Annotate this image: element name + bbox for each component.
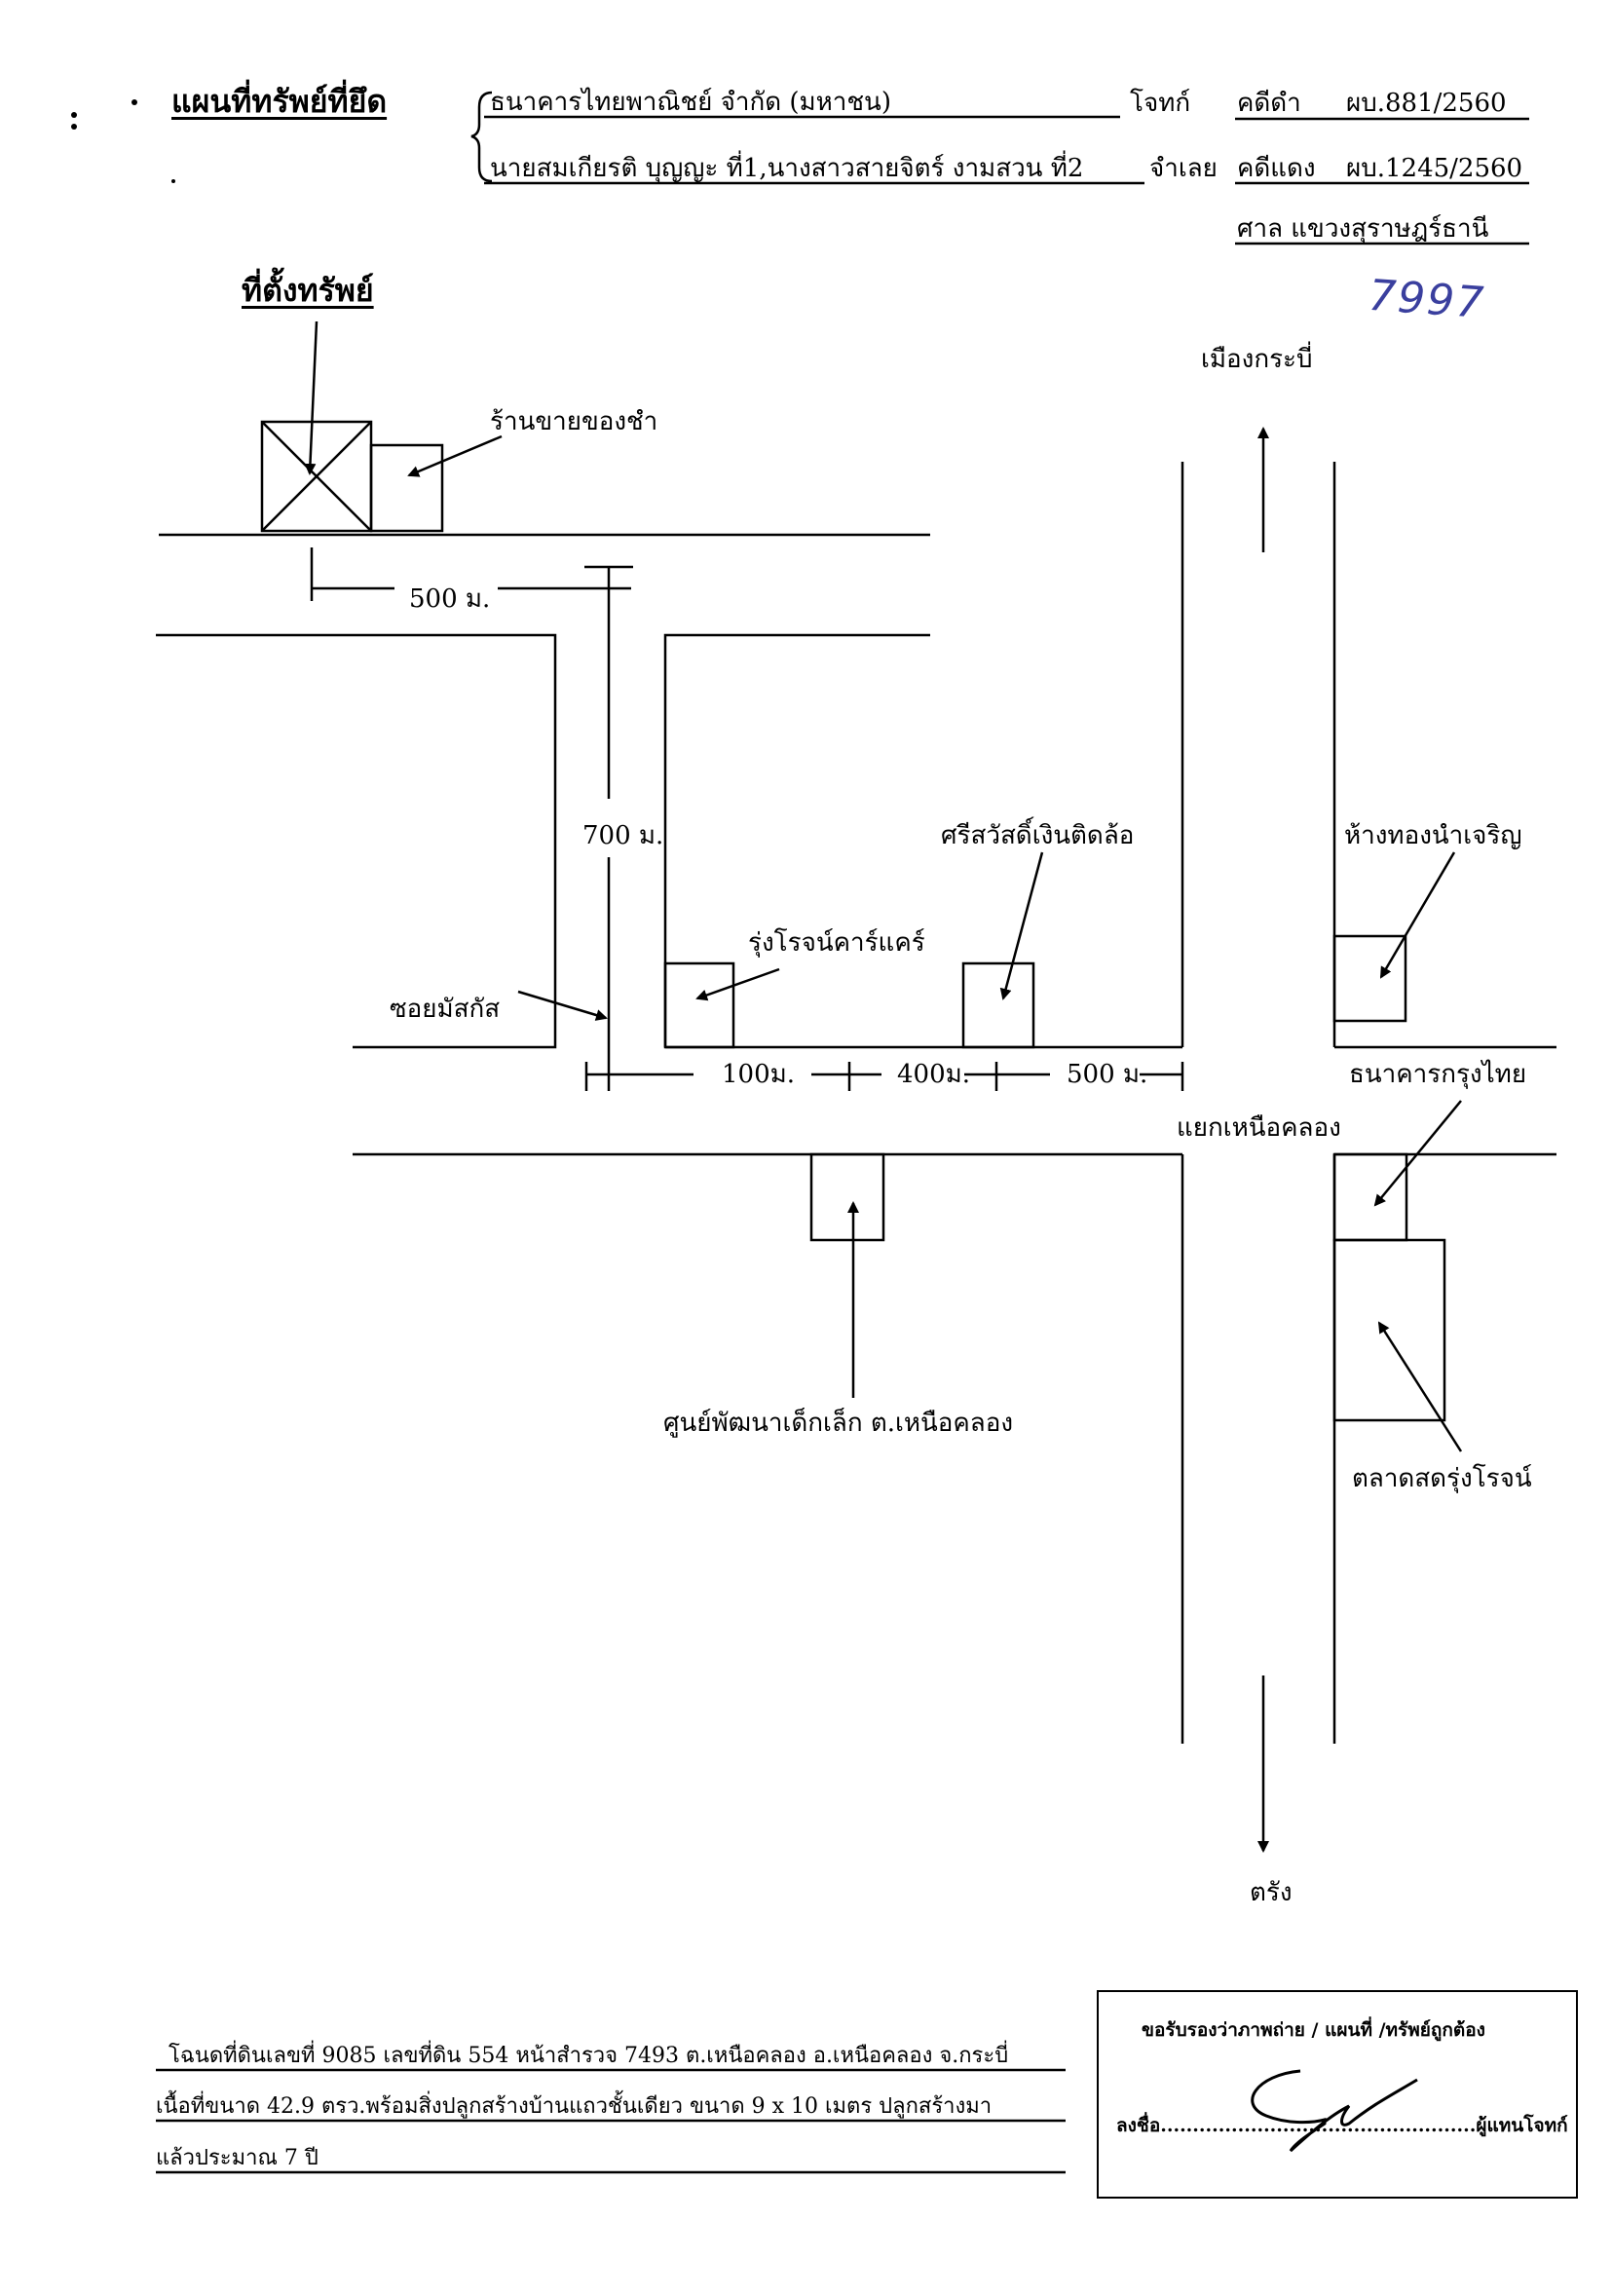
junction-label: แยกเหนือคลอง (1177, 1113, 1341, 1143)
car-care-label: รุ่งโรจน์คาร์แคร์ (748, 928, 925, 958)
child-center-box (809, 1152, 885, 1242)
red-case-no: ผบ.1245/2560 (1346, 154, 1523, 183)
property-location-label: ที่ตั้งทรัพย์ (242, 272, 374, 309)
child-center-label: ศูนย์พัฒนาเด็กเล็ก ต.เหนือคลอง (663, 1409, 1014, 1438)
handwritten-number: 7997 (1367, 270, 1487, 329)
pawn-box (961, 961, 1035, 1049)
dist-400: 400ม. (897, 1060, 971, 1089)
trang-label: ตรัง (1250, 1878, 1293, 1907)
black-case-label: คดีดำ (1237, 89, 1301, 118)
market-box (1332, 1238, 1446, 1422)
court-name: ศาล แขวงสุราษฎร์ธานี (1237, 214, 1489, 244)
dist-700: 700 ม. (582, 821, 664, 850)
dist-100: 100ม. (722, 1060, 796, 1089)
dist-500-bottom: 500 ม. (1067, 1060, 1148, 1089)
defendant-role: จำเลย (1149, 154, 1218, 183)
signature (1251, 2069, 1418, 2153)
car-care-box (663, 961, 735, 1049)
soi-left-edge (156, 633, 557, 1049)
plaintiff-name: ธนาคารไทยพาณิชย์ จำกัด (มหาชน) (490, 88, 891, 117)
page-title: แผนที่ทรัพย์ที่ยึด (171, 83, 388, 120)
ktb-box (1332, 1152, 1408, 1242)
gold-box (1332, 934, 1407, 1023)
shop-label: ร้านขายของชำ (490, 407, 658, 436)
pawn-label: ศรีสวัสดิ์เงินติดล้อ (941, 821, 1135, 850)
red-case-label: คดีแดง (1237, 154, 1316, 183)
soi-label: ซอยมัสกัส (390, 995, 501, 1024)
deed-line-2: เนื้อที่ขนาด 42.9 ตรว.พร้อมสิ่งปลูกสร้าง… (156, 2094, 993, 2119)
dist-500-top: 500 ม. (409, 584, 491, 614)
market-label: ตลาดสดรุ่งโรจน์ (1352, 1464, 1532, 1493)
deed-line-3: แล้วประมาณ 7 ปี (156, 2146, 319, 2170)
krabi-label: เมืองกระบี่ (1201, 345, 1313, 374)
plaintiff-role: โจทก์ (1130, 89, 1191, 118)
signature-line: ลงชื่อ..................................… (1116, 2115, 1568, 2136)
soi-right-edge (663, 633, 930, 1047)
deed-line-1: โฉนดที่ดินเลขที่ 9085 เลขที่ดิน 554 หน้า… (169, 2044, 1009, 2068)
header-brace (470, 91, 493, 183)
certification-title: ขอรับรองว่าภาพถ่าย / แผนที่ /ทรัพย์ถูกต้… (1142, 2019, 1485, 2041)
black-case-no: ผบ.881/2560 (1346, 89, 1507, 118)
ktb-label: ธนาคารกรุงไทย (1349, 1060, 1527, 1089)
shop-box (369, 443, 444, 533)
certification-box: ขอรับรองว่าภาพถ่าย / แผนที่ /ทรัพย์ถูกต้… (1097, 1990, 1578, 2199)
gold-label: ห้างทองนำเจริญ (1344, 821, 1522, 850)
defendant-names: นายสมเกียรติ บุญญะ ที่1,นางสาวสายจิตร์ ง… (490, 154, 1084, 183)
